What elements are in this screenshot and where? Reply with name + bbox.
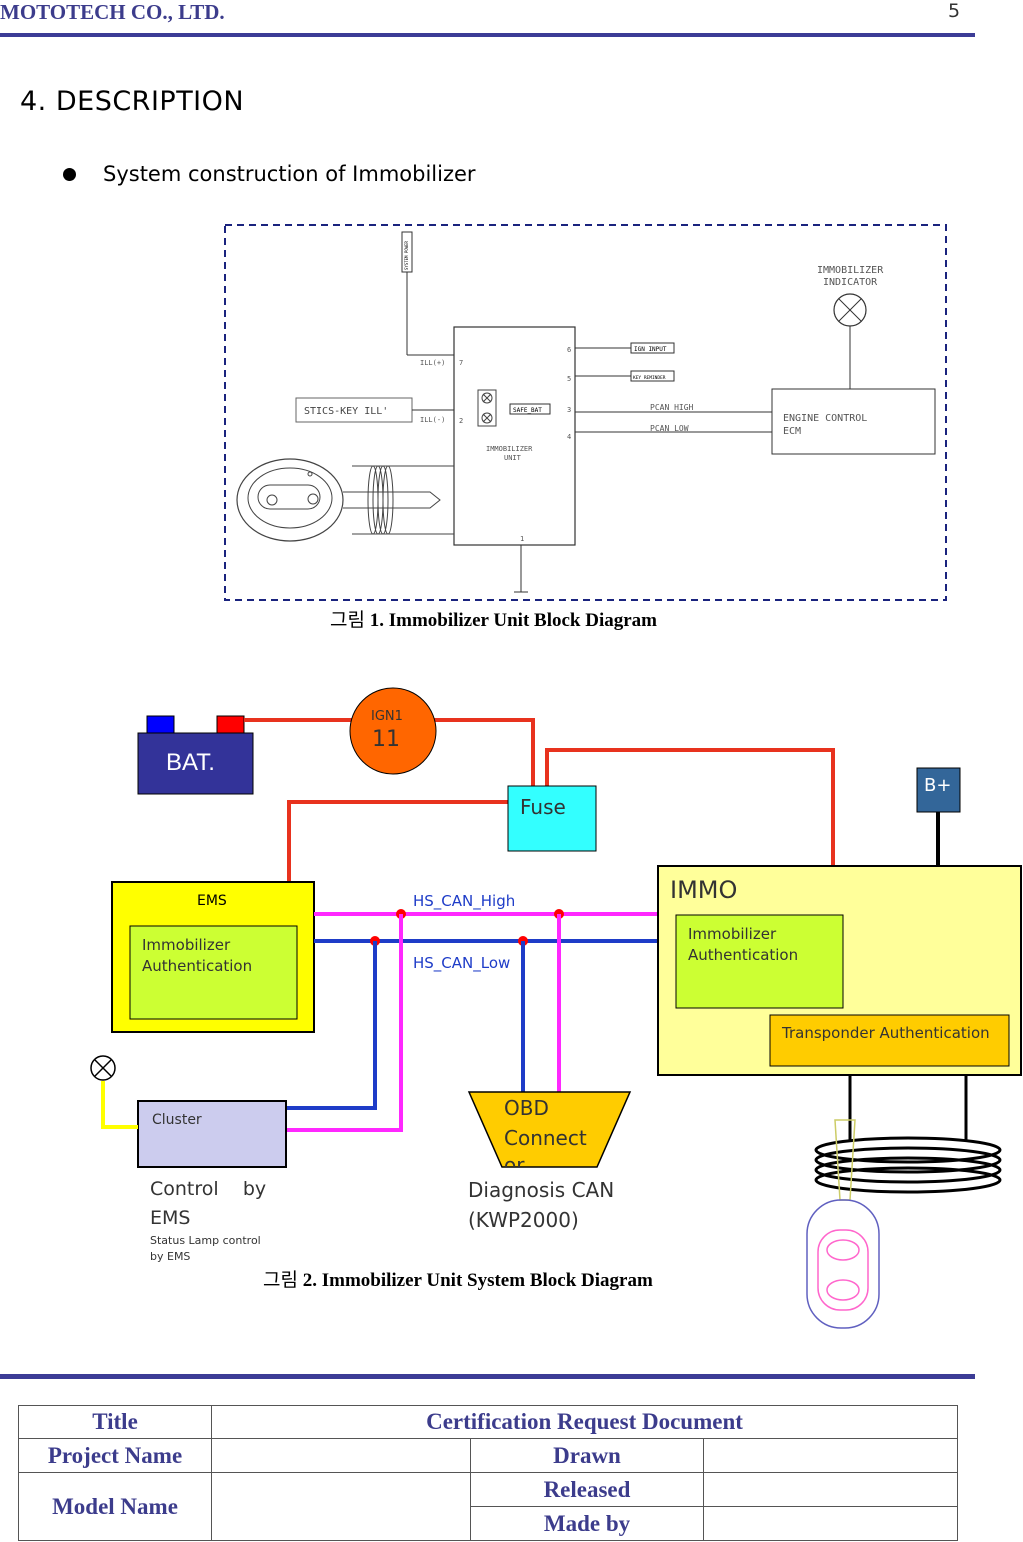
header-rule: [0, 33, 975, 37]
ecm-label-2: ECM: [783, 426, 801, 437]
ems-auth-label-1: Immobilizer: [142, 936, 231, 954]
immo-label: IMMO: [670, 876, 737, 904]
ign-input-label: IGN INPUT: [634, 346, 667, 353]
figure-2-caption: 그림 2. Immobilizer Unit System Block Diag…: [263, 1270, 653, 1291]
pin-7: 7: [459, 359, 463, 367]
project-name-label: Project Name: [18, 1438, 212, 1473]
footer-rule: [0, 1374, 975, 1379]
fuse-label: Fuse: [520, 795, 566, 819]
bullet-icon: [63, 168, 76, 181]
hs-can-high-label: HS_CAN_High: [413, 892, 515, 911]
released-label: Released: [470, 1472, 704, 1507]
immo-auth-label-1: Immobilizer: [688, 925, 777, 943]
section-title: 4. DESCRIPTION: [20, 86, 245, 117]
bat-label: BAT.: [166, 749, 215, 776]
ign1-number: 11: [372, 727, 400, 752]
company-name: MOTOTECH CO., LTD.: [0, 0, 225, 24]
unit-label: IMMOBILIZER: [486, 445, 533, 453]
project-name-value: [211, 1438, 471, 1473]
figure-1-diagram: SYSTEM POWER ILL(+) 7 STICS-KEY ILL' ILL…: [224, 224, 947, 601]
pin-1: 1: [520, 535, 524, 543]
obd-label-2: Connect: [504, 1126, 587, 1150]
drawn-label: Drawn: [470, 1438, 704, 1473]
ill-minus-label: ILL(-): [420, 416, 445, 424]
made-by-label: Made by: [470, 1506, 704, 1541]
key-fob-icon: [236, 458, 441, 542]
ill-plus-label: ILL(+): [420, 359, 445, 367]
pcan-low-label: PCAN LOW: [650, 424, 689, 433]
document-info-table: Title Certification Request Document Pro…: [18, 1405, 958, 1541]
pin-3: 3: [567, 406, 571, 414]
bplus-label: B+: [924, 775, 951, 796]
transponder-label: Transponder Authentication: [781, 1024, 990, 1042]
immo-auth-label-2: Authentication: [688, 946, 798, 964]
ecm-label: ENGINE CONTROL: [783, 413, 867, 424]
drawn-value: [703, 1438, 958, 1473]
page-number: 5: [948, 0, 961, 22]
safe-bat-label: SAFE_BAT: [513, 407, 542, 414]
ems-auth-label-2: Authentication: [142, 957, 252, 975]
title-label: Title: [18, 1405, 212, 1439]
figure-1-caption: 그림 1. Immobilizer Unit Block Diagram: [330, 610, 657, 631]
control-by-ems-label-2: EMS: [150, 1207, 190, 1229]
antenna-coil-icon: [814, 1136, 1002, 1194]
pcan-high-label: PCAN HIGH: [650, 403, 694, 412]
model-name-value: [211, 1472, 471, 1541]
key-reminder-label: KEY REMINDER: [633, 375, 666, 381]
system-power-label: SYSTEM POWER: [404, 241, 409, 270]
status-lamp-label-2: by EMS: [150, 1250, 190, 1263]
cluster-label: Cluster: [152, 1112, 202, 1128]
obd-label-3: or: [504, 1153, 525, 1177]
ign1-label: IGN1: [371, 709, 403, 724]
ems-label: EMS: [197, 893, 227, 909]
model-name-label: Model Name: [18, 1472, 212, 1541]
pin-4: 4: [567, 433, 571, 441]
diagnosis-can-label-2: (KWP2000): [468, 1208, 579, 1232]
hs-can-low-label: HS_CAN_Low: [413, 954, 510, 973]
pin-5: 5: [567, 375, 571, 383]
bullet-text: System construction of Immobilizer: [103, 162, 476, 186]
antenna-coil-icon: [352, 465, 454, 535]
indicator-label: IMMOBILIZER: [817, 265, 884, 276]
figure-2-diagram: BAT. IGN1 11 Fuse B+ EMS Immobilizer Aut…: [90, 687, 1022, 1329]
made-by-value: [703, 1506, 958, 1541]
unit-label-2: UNIT: [504, 454, 522, 462]
title-value: Certification Request Document: [211, 1405, 958, 1439]
status-lamp-label-1: Status Lamp control: [150, 1234, 261, 1247]
stics-label: STICS-KEY ILL': [304, 406, 388, 417]
released-value: [703, 1472, 958, 1507]
obd-label-1: OBD: [504, 1096, 549, 1120]
pin-2: 2: [459, 417, 463, 425]
indicator-label-2: INDICATOR: [823, 277, 878, 288]
diagnosis-can-label-1: Diagnosis CAN: [468, 1178, 614, 1202]
control-by-ems-label-1: Control by: [150, 1178, 266, 1200]
pin-6: 6: [567, 346, 571, 354]
key-fob-icon: [806, 1119, 880, 1329]
